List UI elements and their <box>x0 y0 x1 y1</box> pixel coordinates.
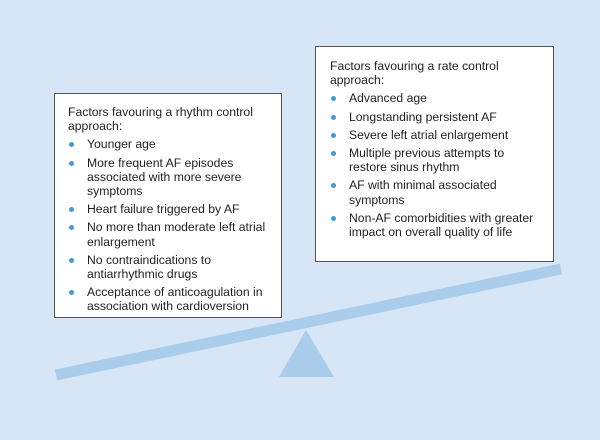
rhythm-control-item: More frequent AF episodes associated wit… <box>68 156 273 199</box>
rhythm-control-item-label: No contraindications to antiarrhythmic d… <box>87 252 211 282</box>
rhythm-control-box: Factors favouring a rhythm control appro… <box>54 93 282 318</box>
bullet-icon <box>69 142 74 148</box>
rate-control-item: Advanced age <box>330 91 545 105</box>
rate-control-item: Multiple previous attempts to restore si… <box>330 146 545 174</box>
rhythm-control-item-label: More frequent AF episodes associated wit… <box>87 155 242 199</box>
rhythm-control-item: No more than moderate left atrial enlarg… <box>68 220 273 249</box>
bullet-icon <box>331 96 336 102</box>
rhythm-control-item-label: Acceptance of anticoagulation in associa… <box>87 285 263 314</box>
rate-control-item: Longstanding persistent AF <box>330 110 545 124</box>
bullet-icon <box>331 114 336 120</box>
bullet-icon <box>69 225 74 231</box>
rate-control-item-label: Longstanding persistent AF <box>349 109 497 124</box>
bullet-icon <box>331 132 336 138</box>
bullet-icon <box>331 183 336 189</box>
rhythm-control-title: Factors favouring a rhythm control appro… <box>68 105 253 134</box>
rhythm-control-item: Younger age <box>68 137 273 151</box>
rhythm-control-item-label: Younger age <box>87 137 156 152</box>
rhythm-control-item: No contraindications to antiarrhythmic d… <box>68 253 273 281</box>
rate-control-item: Non-AF comorbidities with greater impact… <box>330 211 545 239</box>
rhythm-control-item-label: No more than moderate left atrial enlarg… <box>87 220 266 249</box>
rate-control-item-label: AF with minimal associated symptoms <box>349 178 497 207</box>
rate-control-item: Severe left atrial enlargement <box>330 128 545 142</box>
rate-control-item-label: Advanced age <box>349 91 427 106</box>
seesaw-beam <box>54 263 563 381</box>
rhythm-control-item: Heart failure triggered by AF <box>68 202 273 216</box>
rhythm-control-list: Younger age More frequent AF episodes as… <box>68 137 273 313</box>
rate-control-item-label: Non-AF comorbidities with greater impact… <box>349 210 534 240</box>
bullet-icon <box>69 207 74 213</box>
rate-control-item: AF with minimal associated symptoms <box>330 178 545 207</box>
rate-control-item-label: Severe left atrial enlargement <box>349 127 509 142</box>
rate-control-box: Factors favouring a rate control approac… <box>315 46 554 262</box>
rhythm-control-item: Acceptance of anticoagulation in associa… <box>68 285 273 313</box>
rhythm-control-item-label: Heart failure triggered by AF <box>87 202 240 217</box>
rate-control-item-label: Multiple previous attempts to restore si… <box>349 146 505 175</box>
rate-control-title: Factors favouring a rate control approac… <box>330 59 499 88</box>
bullet-icon <box>331 151 336 157</box>
bullet-icon <box>69 257 74 263</box>
bullet-icon <box>69 290 74 296</box>
bullet-icon <box>69 160 74 166</box>
rate-control-list: Advanced age Longstanding persistent AF … <box>330 91 545 239</box>
seesaw-fulcrum <box>279 330 334 377</box>
bullet-icon <box>331 215 336 221</box>
